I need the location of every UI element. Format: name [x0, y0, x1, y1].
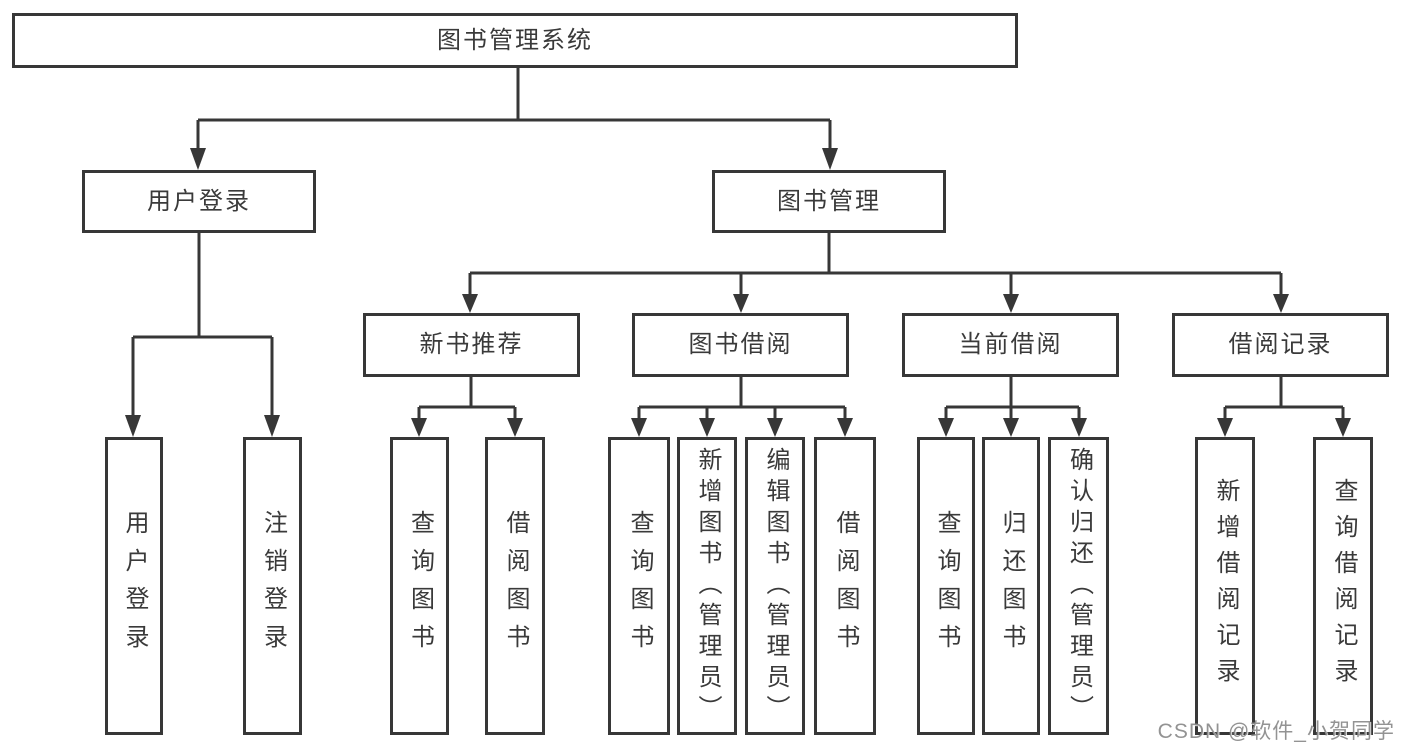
leaf-edit-books-admin-label: 编辑图书（管理员） — [762, 446, 789, 726]
leaf-logout: 注销登录 — [243, 437, 302, 735]
leaf-current-query-books-label: 查询图书 — [933, 510, 960, 662]
leaf-borrow-books: 借阅图书 — [814, 437, 876, 735]
leaf-borrow-query-books: 查询图书 — [608, 437, 670, 735]
leaf-return-books: 归还图书 — [982, 437, 1040, 735]
node-borrow-records: 借阅记录 — [1172, 313, 1389, 377]
leaf-recommend-borrow-books: 借阅图书 — [485, 437, 545, 735]
leaf-recommend-borrow-books-label: 借阅图书 — [502, 510, 529, 662]
leaf-current-query-books: 查询图书 — [917, 437, 975, 735]
leaf-user-login: 用户登录 — [105, 437, 163, 735]
node-current-borrow: 当前借阅 — [902, 313, 1119, 377]
leaf-add-borrow-record: 新增借阅记录 — [1195, 437, 1255, 735]
leaf-return-books-label: 归还图书 — [998, 510, 1025, 662]
leaf-query-borrow-record: 查询借阅记录 — [1313, 437, 1373, 735]
leaf-user-login-label: 用户登录 — [121, 510, 148, 662]
node-current-borrow-label: 当前借阅 — [958, 331, 1063, 358]
node-user-login: 用户登录 — [82, 170, 316, 233]
leaf-add-borrow-record-label: 新增借阅记录 — [1212, 478, 1239, 694]
node-root-label: 图书管理系统 — [437, 26, 593, 54]
leaf-add-books-admin: 新增图书（管理员） — [677, 437, 737, 735]
node-book-management-label: 图书管理 — [777, 187, 881, 215]
node-book-borrow-label: 图书借阅 — [688, 331, 793, 358]
leaf-confirm-return-admin-label: 确认归还（管理员） — [1065, 446, 1093, 726]
node-book-management: 图书管理 — [712, 170, 946, 233]
leaf-recommend-query-books-label: 查询图书 — [406, 510, 434, 662]
node-root: 图书管理系统 — [12, 13, 1018, 68]
node-user-login-label: 用户登录 — [147, 187, 251, 215]
node-new-book-recommend: 新书推荐 — [363, 313, 580, 377]
node-new-book-recommend-label: 新书推荐 — [419, 331, 524, 358]
leaf-recommend-query-books: 查询图书 — [390, 437, 449, 735]
node-borrow-records-label: 借阅记录 — [1228, 331, 1333, 358]
leaf-confirm-return-admin: 确认归还（管理员） — [1048, 437, 1109, 735]
leaf-borrow-books-label: 借阅图书 — [832, 510, 859, 662]
leaf-add-books-admin-label: 新增图书（管理员） — [694, 446, 721, 726]
leaf-borrow-query-books-label: 查询图书 — [626, 510, 653, 662]
leaf-logout-label: 注销登录 — [259, 510, 287, 662]
csdn-watermark: CSDN @软件_小贺同学 — [1157, 720, 1395, 743]
node-book-borrow: 图书借阅 — [632, 313, 849, 377]
leaf-edit-books-admin: 编辑图书（管理员） — [745, 437, 805, 735]
leaf-query-borrow-record-label: 查询借阅记录 — [1330, 478, 1357, 694]
